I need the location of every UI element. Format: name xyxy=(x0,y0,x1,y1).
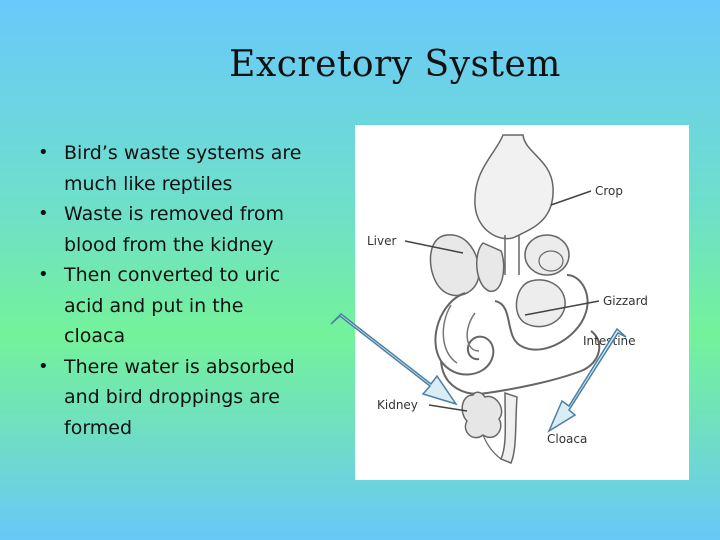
gizzard-leader-line xyxy=(524,300,600,316)
bullet-list: • Bird’s waste systems are much like rep… xyxy=(36,138,336,443)
kidney-shape xyxy=(461,391,503,439)
crop-shape xyxy=(474,134,554,240)
bullet-line: Then converted to uric xyxy=(64,264,281,286)
bullet-line: There water is absorbed xyxy=(64,355,295,378)
kidney-leader-line xyxy=(428,404,468,412)
digestive-system-illustration: Crop Liver Gizzard Intestine Kidney Cloa… xyxy=(367,134,648,464)
bullet-item: • Bird’s waste systems are much like rep… xyxy=(36,138,336,199)
arrow-to-kidney xyxy=(330,313,458,406)
bullet-item: • There water is absorbed and bird dropp… xyxy=(36,352,336,444)
label-cloaca: Cloaca xyxy=(547,432,587,446)
bullet-dot-icon: • xyxy=(38,203,49,224)
bullet-dot-icon: • xyxy=(38,142,49,163)
bullet-line: Bird’s waste systems are xyxy=(64,142,302,164)
bullet-line: and bird droppings are xyxy=(64,386,280,408)
cloaca-shape xyxy=(500,391,518,464)
liver-leader-line xyxy=(404,240,464,254)
bullet-line: much like reptiles xyxy=(64,172,233,195)
label-kidney: Kidney xyxy=(377,398,418,412)
bullet-line: formed xyxy=(64,416,133,439)
proventriculus-shape xyxy=(524,234,570,276)
bullet-dot-icon: • xyxy=(38,355,49,377)
bullet-line: Waste is removed from xyxy=(64,203,284,225)
bullet-dot-icon: • xyxy=(38,264,49,285)
bullet-item: • Then converted to uric acid and put in… xyxy=(36,260,336,352)
bullet-line: acid and put in the xyxy=(64,294,244,317)
label-liver: Liver xyxy=(367,234,397,248)
crop-leader-line xyxy=(550,190,592,206)
label-crop: Crop xyxy=(595,184,623,198)
arrow-to-cloaca xyxy=(547,327,627,433)
bullet-line: cloaca xyxy=(64,325,126,347)
slide-title: Excretory System xyxy=(229,44,561,85)
bullet-item: • Waste is removed from blood from the k… xyxy=(36,199,336,260)
label-gizzard: Gizzard xyxy=(603,294,648,308)
bullet-line: blood from the kidney xyxy=(64,233,274,256)
digestive-system-diagram: Crop Liver Gizzard Intestine Kidney Cloa… xyxy=(355,125,689,480)
